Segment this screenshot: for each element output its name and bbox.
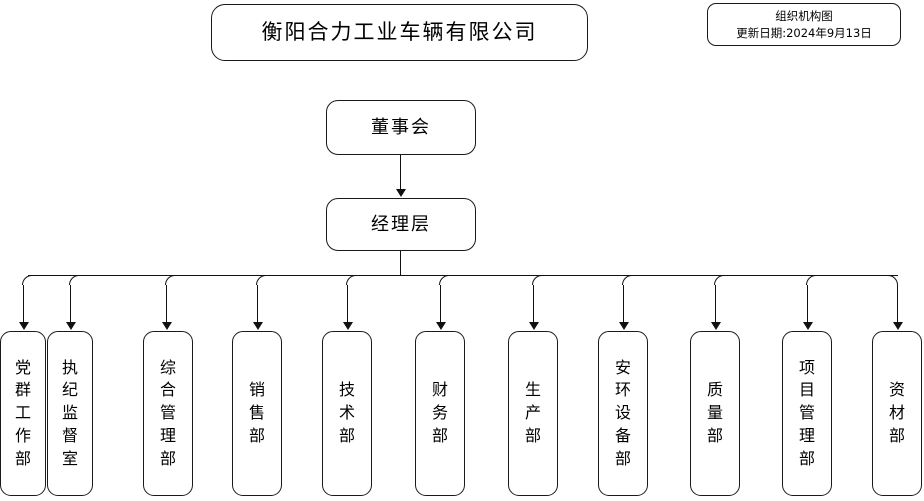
management-layer-label: 经理层	[371, 213, 431, 235]
department-box[interactable]: 项目管理部	[782, 331, 832, 496]
connector-drop-line	[807, 285, 808, 323]
connector-drop-line	[715, 285, 716, 323]
department-label: 财务部	[431, 380, 448, 445]
connector-drop-line	[23, 285, 24, 323]
department-label: 销售部	[248, 380, 265, 445]
department-label: 技术部	[338, 380, 355, 445]
connector-elbow	[69, 275, 79, 285]
department-label: 生产部	[524, 380, 541, 445]
department-box[interactable]: 销售部	[232, 331, 282, 496]
department-box[interactable]: 党群工作部	[0, 331, 46, 496]
department-box[interactable]: 执纪监督室	[47, 331, 93, 496]
department-label: 综合管理部	[159, 357, 176, 468]
connector-arrowhead	[619, 322, 629, 330]
arrowhead-board-to-management	[396, 189, 406, 197]
department-box[interactable]: 技术部	[322, 331, 372, 496]
connector-arrowhead	[711, 322, 721, 330]
connector-elbow	[256, 275, 266, 285]
department-box[interactable]: 生产部	[508, 331, 558, 496]
department-box[interactable]: 财务部	[415, 331, 465, 496]
connector-arrowhead	[803, 322, 813, 330]
connector-elbow	[346, 275, 356, 285]
department-box[interactable]: 资材部	[872, 331, 922, 496]
company-title-box[interactable]: 衡阳合力工业车辆有限公司	[211, 4, 588, 61]
board-of-directors-label: 董事会	[371, 116, 431, 138]
connector-drop-line	[257, 285, 258, 323]
connector-arrowhead	[19, 322, 29, 330]
legend-date-box[interactable]: 组织机构图 更新日期:2024年9月13日	[707, 3, 901, 46]
connector-elbow	[622, 275, 632, 285]
department-box[interactable]: 综合管理部	[143, 331, 193, 496]
connector-elbow	[888, 275, 898, 285]
connector-arrowhead	[893, 322, 903, 330]
connector-elbow	[165, 275, 175, 285]
connector-drop-line	[70, 285, 71, 323]
connector-drop-line	[166, 285, 167, 323]
connector-arrowhead	[343, 322, 353, 330]
department-label: 资材部	[888, 380, 905, 445]
connector-arrowhead	[436, 322, 446, 330]
department-label: 项目管理部	[798, 357, 815, 468]
department-label: 安环设备部	[614, 357, 631, 468]
connector-drop-line	[623, 285, 624, 323]
connector-drop-line	[897, 285, 898, 323]
department-box[interactable]: 安环设备部	[598, 331, 648, 496]
connector-arrowhead	[253, 322, 263, 330]
connector-elbow	[439, 275, 449, 285]
connector-drop-line	[533, 285, 534, 323]
connector-arrowhead	[66, 322, 76, 330]
connector-board-to-management	[400, 155, 401, 190]
connector-drop-line	[347, 285, 348, 323]
connector-arrowhead	[162, 322, 172, 330]
connector-elbow	[714, 275, 724, 285]
connector-elbow	[806, 275, 816, 285]
connector-arrowhead	[529, 322, 539, 330]
connector-elbow	[22, 275, 32, 285]
connector-drop-line	[440, 285, 441, 323]
company-title-label: 衡阳合力工业车辆有限公司	[261, 20, 538, 45]
management-layer-box[interactable]: 经理层	[326, 198, 476, 251]
department-box[interactable]: 质量部	[690, 331, 740, 496]
legend-title-label: 组织机构图	[775, 8, 833, 23]
department-bus-line	[28, 275, 898, 276]
board-of-directors-box[interactable]: 董事会	[326, 100, 476, 155]
department-label: 党群工作部	[14, 357, 31, 468]
connector-management-trunk	[400, 251, 401, 275]
department-label: 执纪监督室	[61, 357, 78, 468]
connector-elbow	[532, 275, 542, 285]
legend-update-date-label: 更新日期:2024年9月13日	[736, 25, 872, 40]
department-label: 质量部	[706, 380, 723, 445]
